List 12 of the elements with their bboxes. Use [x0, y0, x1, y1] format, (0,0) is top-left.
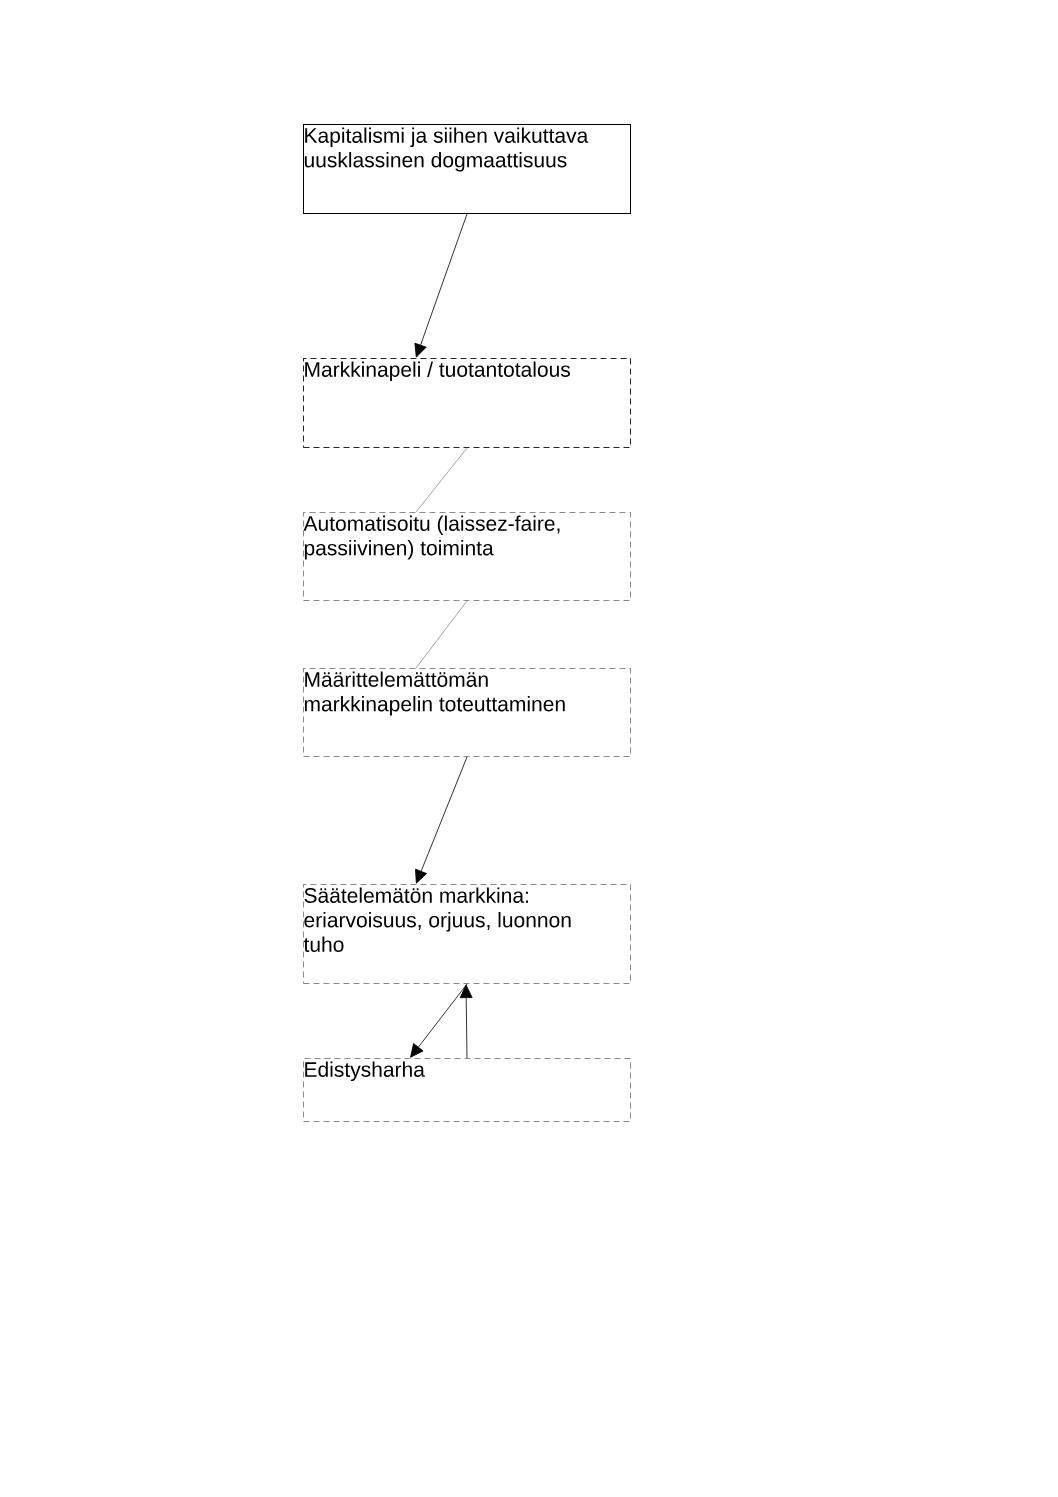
- arrow: [459, 984, 473, 1059]
- arrow: [410, 983, 468, 1058]
- process-box: Kapitalismi ja siihen vaikuttava uusklassinen dogmaattisuus: [303, 124, 631, 214]
- arrow: [415, 756, 468, 884]
- process-box: Määrittelemättömän markkinapelin toteuttaminen: [303, 668, 631, 757]
- process-box: Markkinapeli / tuotantotalous: [303, 358, 631, 448]
- connector-line: [415, 600, 468, 669]
- connector-line: [415, 447, 468, 513]
- process-box: Automatisoitu (laissez-faire, passiivinen) toiminta: [303, 512, 631, 601]
- arrow: [414, 213, 468, 358]
- process-box: Säätelemätön markkina: eriarvoisuus, orjuus, luonnon tuho: [303, 884, 631, 984]
- process-box: Edistysharha: [303, 1058, 631, 1122]
